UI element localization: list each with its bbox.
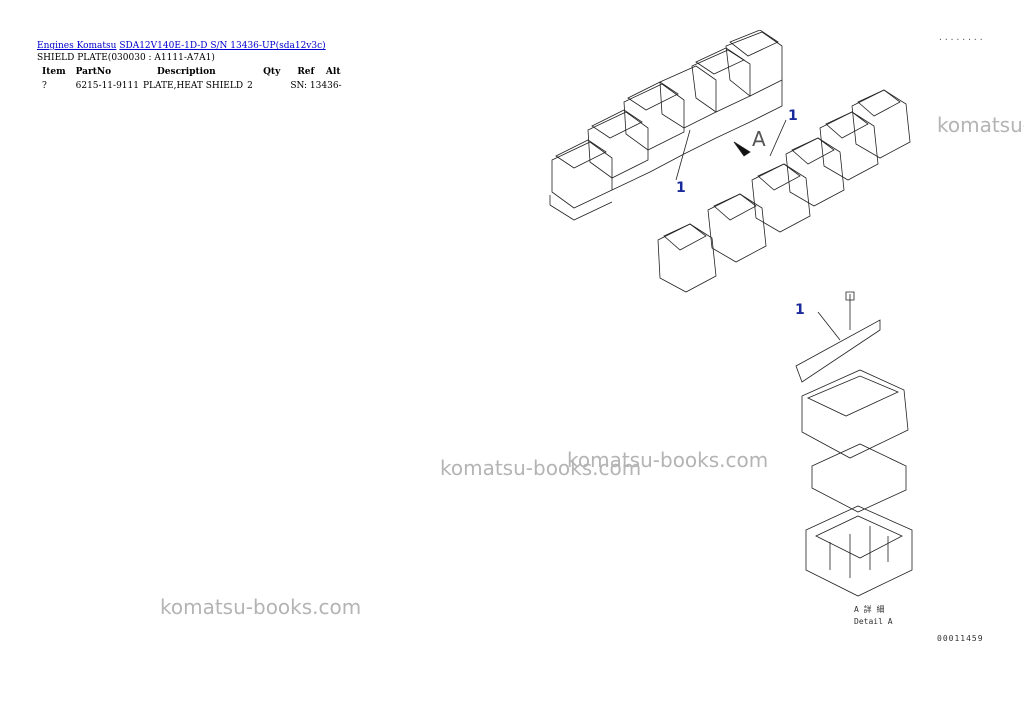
detail-caption-jp: A 詳 細 [854, 604, 884, 614]
cylinder-head-row-upper [549, 30, 783, 221]
parts-table: Item PartNo Description Qty Ref Alt ? 62… [37, 66, 347, 92]
cell-partno: 6215-11-9111 [75, 81, 139, 91]
breadcrumb-link-model[interactable]: SDA12V140E-1D-D S/N 13436-UP(sda12v3c) [119, 41, 326, 51]
watermark-center-left: komatsu-books.com [440, 456, 642, 480]
column-header-item: Item [42, 67, 66, 77]
callout-number-top: 1 [788, 108, 798, 124]
cylinder-head-row-lower [657, 89, 911, 293]
corner-dots: ........ [938, 33, 985, 42]
detail-caption-en: Detail A [854, 617, 893, 626]
watermark-bottom-left: komatsu-books.com [160, 595, 362, 619]
column-header-qty: Qty [263, 67, 281, 77]
drawing-code: 00011459 [937, 634, 984, 643]
breadcrumb: Engines Komatsu SDA12V140E-1D-D S/N 1343… [37, 40, 326, 52]
cell-description: PLATE,HEAT SHIELD [142, 81, 244, 91]
column-header-alt: Alt [325, 67, 341, 77]
breadcrumb-link-engines[interactable]: Engines Komatsu [37, 41, 117, 51]
cell-qty: 2 [247, 81, 253, 91]
column-header-description: Description [156, 67, 216, 77]
column-header-ref: Ref [297, 67, 315, 77]
watermark-center-right: komatsu-books.com [567, 448, 769, 472]
callout-number-detail: 1 [795, 302, 805, 318]
table-header-row: Item PartNo Description Qty Ref Alt [37, 66, 347, 80]
view-label-a: A [752, 127, 766, 151]
callout-number-left: 1 [676, 180, 686, 196]
page-title: SHIELD PLATE(030030 : A1111-A7A1) [37, 53, 215, 63]
detail-a-exploded-view [795, 291, 913, 597]
column-header-partno: PartNo [75, 67, 112, 77]
cell-item: ? [42, 81, 47, 91]
watermark-top-right: komatsu-books.com [937, 113, 1024, 137]
exploded-parts-diagram: 1 1 1 A A 詳 細 Detail A [549, 30, 913, 626]
cell-ref: SN: 13436- [290, 81, 342, 91]
table-row: ? 6215-11-9111 PLATE,HEAT SHIELD 2 SN: 1… [37, 80, 347, 92]
